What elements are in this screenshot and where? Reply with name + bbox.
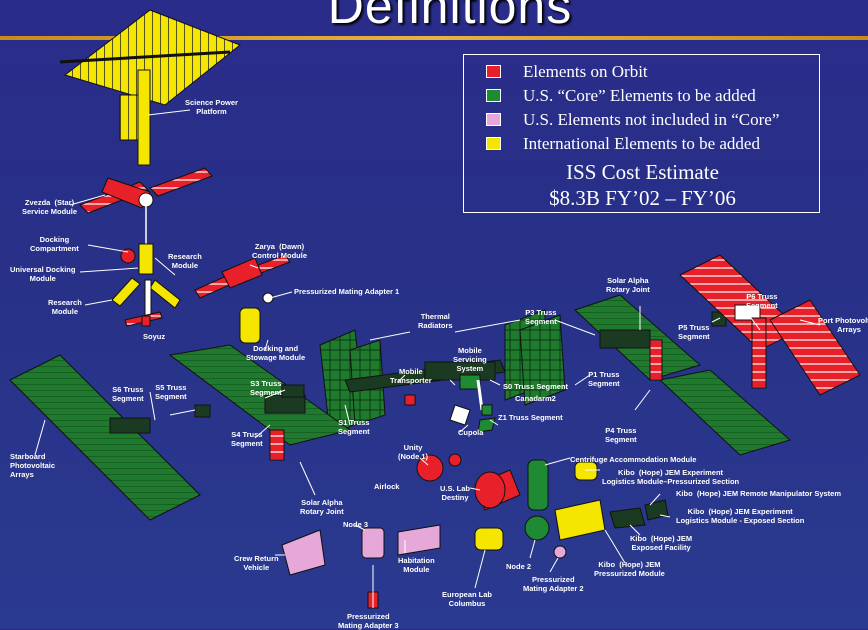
label-s4-truss: S4 Truss Segment [231, 430, 263, 448]
label-docking-stowage-module: Docking and Stowage Module [246, 344, 305, 362]
label-p1-truss: P1 Truss Segment [588, 370, 620, 388]
label-p3-truss: P3 Truss Segment [525, 308, 557, 326]
label-mobile-transporter: Mobile Transporter [390, 367, 432, 385]
label-solar-alpha-rotary-joint-bottom: Solar Alpha Rotary Joint [300, 498, 344, 516]
label-european-lab: European Lab Columbus [442, 590, 492, 608]
label-habitation-module: Habitation Module [398, 556, 435, 574]
label-s0-truss: S0 Truss Segment [503, 382, 568, 391]
cost-estimate-value: $8.3B FY’02 – FY’06 [464, 185, 821, 211]
label-thermal-radiators: Thermal Radiators [418, 312, 453, 330]
docking-stowage-module [240, 308, 260, 343]
label-us-lab: U.S. Lab Destiny [440, 484, 470, 502]
label-kibo-rms: Kibo (Hope) JEM Remote Manipulator Syste… [676, 489, 841, 498]
label-node3: Node 3 [343, 520, 368, 529]
label-p6-truss: P6 Truss Segment [746, 292, 778, 310]
label-research-module-2: Research Module [48, 298, 82, 316]
label-z1-truss: Z1 Truss Segment [498, 413, 563, 422]
label-zvezda: Zvezda (Star) Service Module [22, 198, 77, 216]
legend-swatch-red [486, 65, 501, 78]
label-kibo-elm-ps: Kibo (Hope) JEM Experiment Logistics Mod… [602, 468, 739, 486]
starboard-truss-arrays [10, 345, 350, 520]
label-s5-truss: S5 Truss Segment [155, 383, 187, 401]
label-pma1: Pressurized Mating Adapter 1 [294, 287, 399, 296]
label-centrifuge: Centrifuge Accommodation Module [570, 455, 696, 464]
label-zarya: Zarya (Dawn) Control Module [252, 242, 307, 260]
label-s6-truss: S6 Truss Segment [112, 385, 144, 403]
zarya-module [195, 255, 290, 303]
legend-swatch-green [486, 89, 501, 102]
legend-box: Elements on Orbit U.S. “Core” Elements t… [463, 54, 820, 213]
label-soyuz: Soyuz [143, 332, 165, 341]
label-pma3: Pressurized Mating Adapter 3 [338, 612, 399, 630]
label-s1-truss: S1 Truss Segment [338, 418, 370, 436]
label-universal-docking-module: Universal Docking Module [10, 265, 75, 283]
label-node2: Node 2 [506, 562, 531, 571]
label-airlock: Airlock [374, 482, 399, 491]
label-crew-return-vehicle: Crew Return Vehicle [234, 554, 279, 572]
label-science-power-platform: Science Power Platform [185, 98, 238, 116]
label-kibo-elm-es: Kibo (Hope) JEM Experiment Logistics Mod… [676, 507, 804, 525]
label-pma2: Pressurized Mating Adapter 2 [523, 575, 584, 593]
label-p4-truss: P4 Truss Segment [605, 426, 637, 444]
legend-swatch-yellow [486, 137, 501, 150]
label-research-module-1: Research Module [168, 252, 202, 270]
legend-swatch-pink [486, 113, 501, 126]
label-kibo-pm: Kibo (Hope) JEM Pressurized Module [594, 560, 665, 578]
label-docking-compartment: Docking Compartment [30, 235, 79, 253]
label-mobile-servicing-system: Mobile Servicing System [453, 346, 487, 373]
label-p5-truss: P5 Truss Segment [678, 323, 710, 341]
label-solar-alpha-rotary-joint-top: Solar Alpha Rotary Joint [606, 276, 650, 294]
label-s3-truss: S3 Truss Segment [250, 379, 282, 397]
label-starboard-photovoltaic: Starboard Photovoltaic Arrays [10, 452, 55, 479]
label-cupola: Cupola [458, 428, 483, 437]
label-kibo-ef: Kibo (Hope) JEM Exposed Facility [630, 534, 692, 552]
label-port-photovoltaic: Port Photovoltaic Arrays [818, 316, 868, 334]
cost-estimate-title: ISS Cost Estimate [464, 159, 821, 185]
label-unity: Unity (Node 1) [398, 443, 428, 461]
science-power-platform [60, 10, 240, 165]
label-canadarm2: Canadarm2 [515, 394, 556, 403]
